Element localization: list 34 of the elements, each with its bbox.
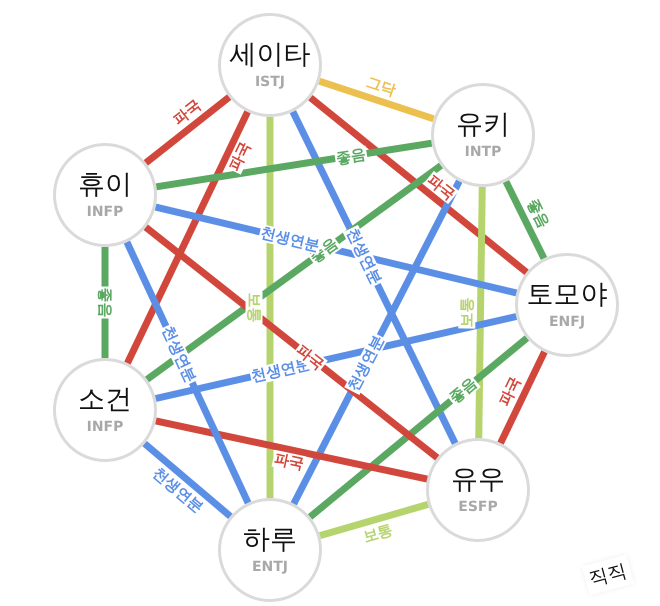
connector-line <box>124 110 251 365</box>
connector-line <box>144 94 232 166</box>
type-text: INTP <box>464 143 502 161</box>
type-text: ESFP <box>458 498 498 516</box>
edge-label: 보통 <box>246 292 262 324</box>
note-label: 직직 <box>582 554 634 596</box>
type-text: INFP <box>86 203 124 221</box>
name-text: 휴이 <box>78 169 132 201</box>
type-text: INFP <box>86 418 124 436</box>
connector-line <box>155 417 428 483</box>
connector-line <box>156 140 432 190</box>
connector-line <box>142 440 233 520</box>
type-text: ISTJ <box>254 73 286 91</box>
edge-label: 보통 <box>458 296 476 328</box>
name-text: 세이타 <box>230 39 310 71</box>
name-text: 유키 <box>456 109 510 141</box>
connector-line <box>266 117 274 498</box>
connector-line <box>144 224 440 460</box>
edge-label: 좋음 <box>96 286 114 318</box>
connector-line <box>502 180 548 260</box>
name-text: 소건 <box>78 384 132 416</box>
edge-label: 좋음 <box>334 145 368 167</box>
connector-line <box>318 78 435 122</box>
connector-line <box>145 162 443 382</box>
type-text: ENFJ <box>548 313 586 331</box>
name-text: 유우 <box>451 464 505 496</box>
name-text: 하루 <box>243 524 297 556</box>
connector-line <box>497 350 548 445</box>
type-text: ENTJ <box>252 558 288 576</box>
name-text: 토모야 <box>526 279 608 311</box>
connector-line <box>318 501 430 539</box>
connector-line <box>475 186 486 438</box>
connector-line <box>308 335 530 520</box>
connector-line <box>308 94 529 276</box>
